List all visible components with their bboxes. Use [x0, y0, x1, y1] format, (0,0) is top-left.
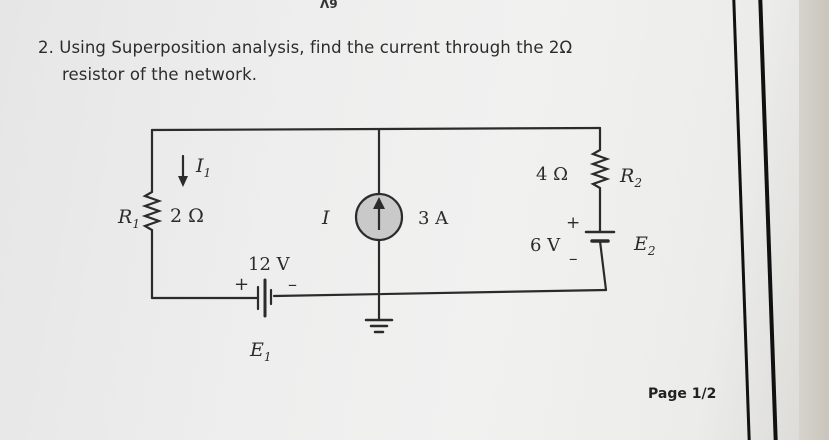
e1-label: E — [249, 339, 264, 361]
i1-arrow-icon — [178, 176, 188, 187]
source-current-value: 3 A — [418, 208, 449, 229]
svg-text:R2: R2 — [619, 165, 642, 190]
e1-minus: – — [288, 274, 297, 295]
svg-text:E1: E1 — [249, 339, 272, 364]
i-label: I — [321, 207, 330, 229]
r2-sub: 2 — [633, 176, 642, 190]
paper-background-right — [799, 0, 829, 440]
top-wire — [150, 126, 602, 132]
r1-value: 2 Ω — [170, 205, 204, 227]
bottom-wire-right — [272, 288, 608, 298]
e2-plus: + — [566, 213, 580, 233]
svg-text:I1: I1 — [195, 155, 211, 180]
r2-label: R — [619, 165, 634, 187]
svg-text:E2: E2 — [633, 233, 656, 258]
svg-text:R1: R1 — [117, 206, 140, 231]
r1-label: R — [117, 206, 132, 228]
e2-minus: – — [569, 249, 578, 269]
r1-resistor — [141, 128, 163, 300]
r1-sub: 1 — [132, 217, 140, 231]
r2-resistor — [589, 126, 611, 234]
current-source-arrow-icon — [373, 197, 385, 209]
e2-sub: 2 — [647, 244, 656, 258]
i1-label: I — [195, 155, 204, 177]
question-line-2: resistor of the network. — [62, 65, 258, 84]
page-number: Page 1/2 — [648, 386, 717, 402]
e1-plus: + — [234, 274, 249, 295]
r2-value: 4 Ω — [536, 164, 568, 185]
i1-sub: 1 — [204, 166, 212, 180]
e2-wire-bottom — [598, 239, 608, 292]
question-line-1: 2. Using Superposition analysis, find th… — [38, 38, 573, 57]
e1-voltage: 12 V — [248, 254, 291, 275]
e1-sub: 1 — [264, 350, 272, 364]
e2-voltage: 6 V — [530, 235, 561, 256]
question-text: 2. Using Superposition analysis, find th… — [38, 34, 678, 88]
e2-label: E — [633, 233, 648, 255]
